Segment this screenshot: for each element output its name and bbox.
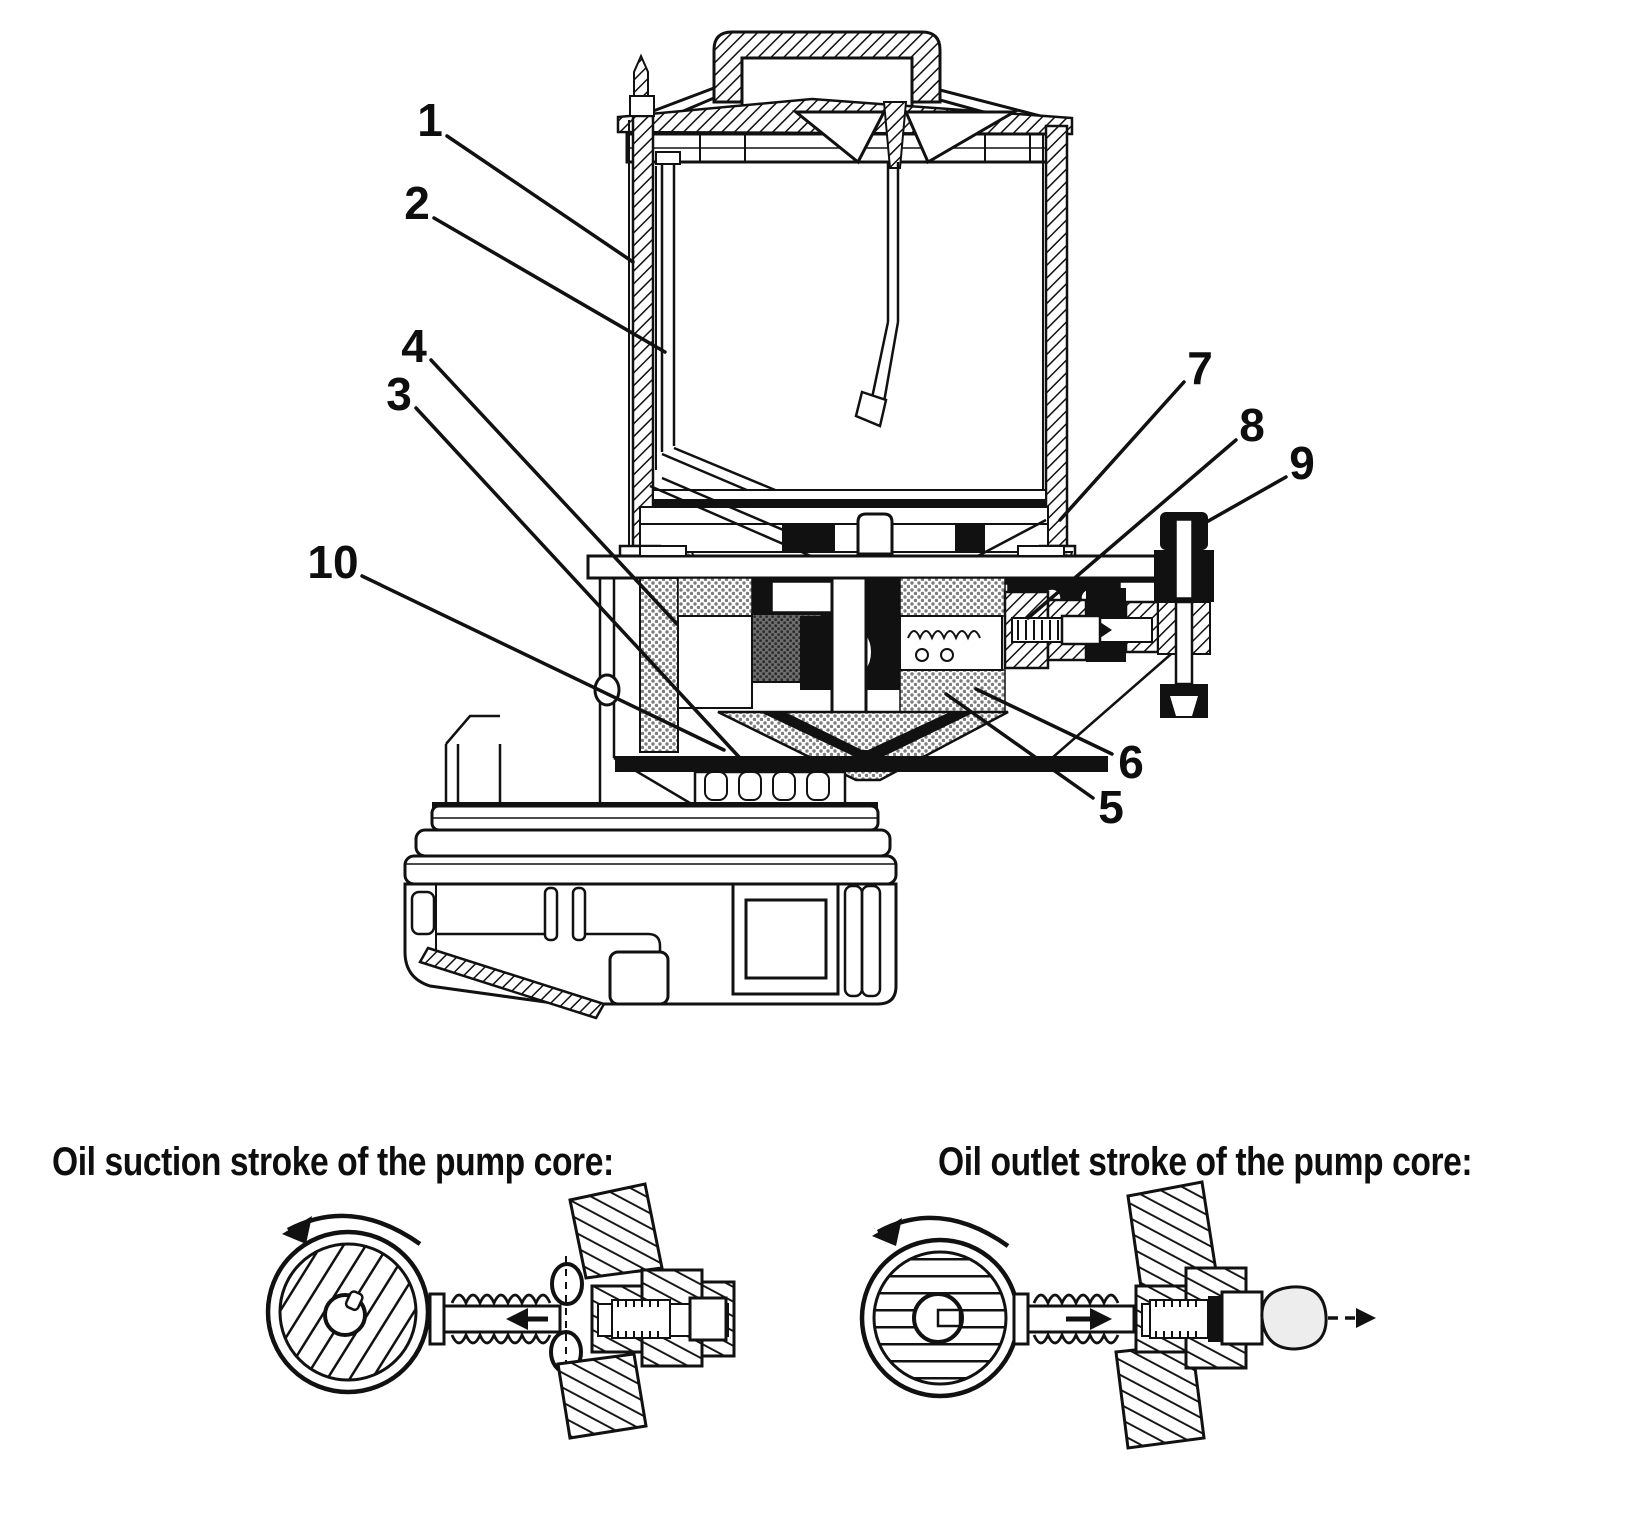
- leader-line-4: [429, 358, 679, 626]
- callout-4: 4: [401, 320, 427, 372]
- skid-foot: [418, 946, 606, 1020]
- callout-1: 1: [417, 94, 443, 146]
- flow-arrow-right-icon: [1066, 1308, 1112, 1330]
- stirring-rod: [854, 162, 900, 428]
- leader-line-5: [944, 692, 1095, 800]
- outlet-valve-section: [1003, 512, 1214, 718]
- leader-line-1: [445, 134, 635, 264]
- callout-3: 3: [386, 368, 412, 420]
- pump-body-section: [586, 545, 1180, 808]
- outlet-flow-arrow-icon: [1328, 1308, 1376, 1328]
- leader-line-7: [1058, 380, 1186, 522]
- leader-line-8: [1026, 438, 1238, 620]
- callout-10: 10: [307, 536, 359, 588]
- caption-suction-stroke: Oil suction stroke of the pump core:: [52, 1140, 614, 1184]
- flow-arrow-left-icon: [506, 1308, 548, 1330]
- leader-line-10: [360, 574, 726, 752]
- outlet-stroke-diagram: [859, 1180, 1376, 1450]
- callout-6: 6: [1118, 736, 1144, 788]
- leader-line-2: [432, 216, 667, 354]
- grease-blob: [1260, 1285, 1328, 1351]
- callout-5: 5: [1098, 781, 1124, 833]
- leader-line-6: [974, 687, 1114, 756]
- motor-base: [403, 714, 898, 1020]
- leader-line-3: [414, 406, 741, 759]
- relief-valve: [1154, 512, 1214, 718]
- terminal-panel: [731, 882, 840, 996]
- callout-8: 8: [1239, 399, 1265, 451]
- callout-2: 2: [404, 177, 430, 229]
- callout-9: 9: [1289, 437, 1315, 489]
- filler-cap-knob: [712, 30, 942, 104]
- caption-outlet-stroke: Oil outlet stroke of the pump core:: [938, 1140, 1473, 1184]
- leader-line-9: [1201, 475, 1288, 526]
- suction-stroke-diagram: [265, 1182, 736, 1440]
- callout-7: 7: [1187, 342, 1213, 394]
